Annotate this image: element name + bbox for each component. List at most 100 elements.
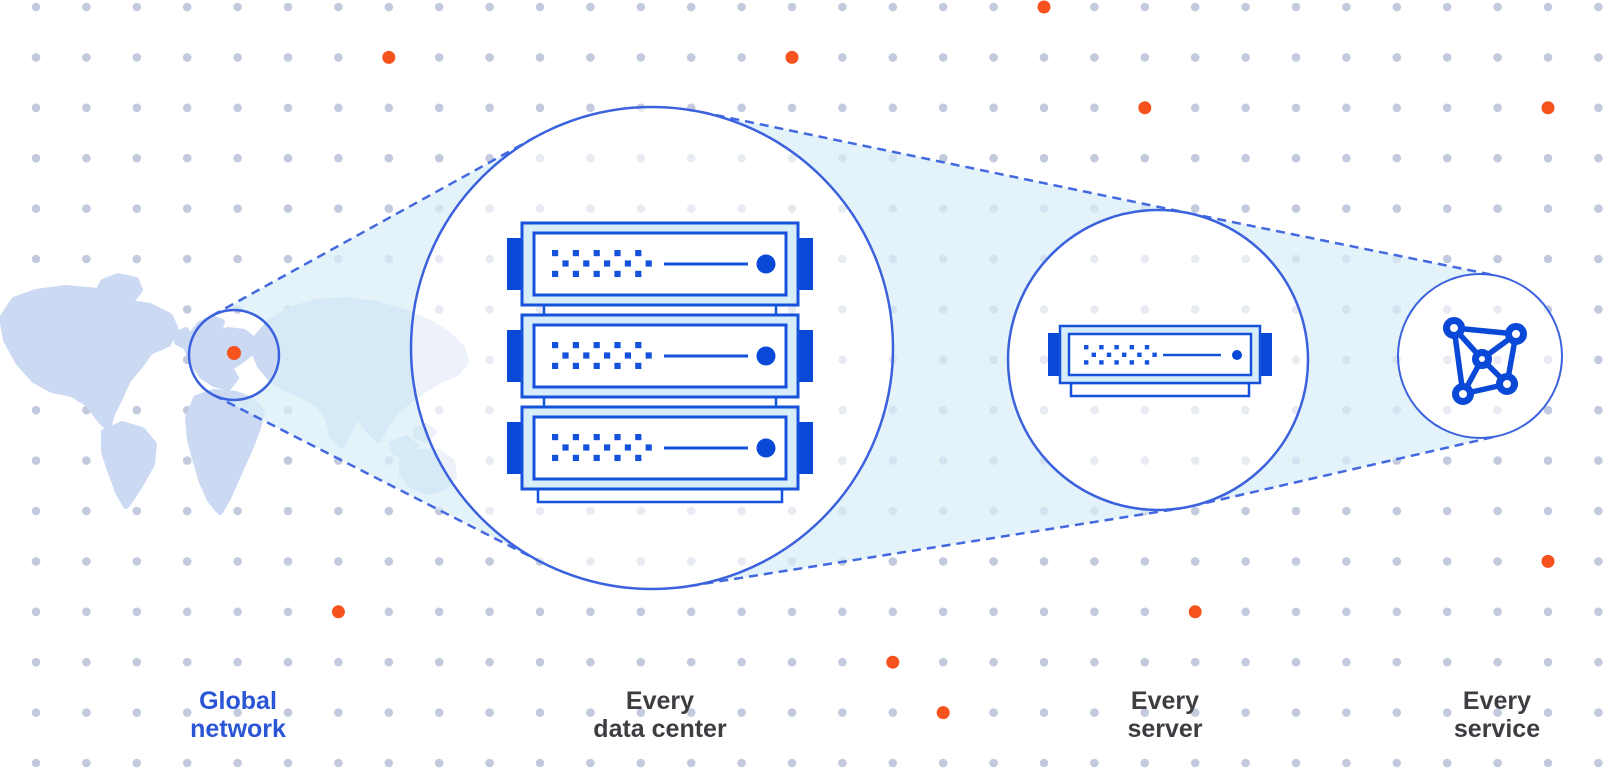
grid-dot <box>1594 153 1603 163</box>
grid-dot <box>1291 708 1301 717</box>
grid-dot <box>1190 103 1200 113</box>
grid-dot <box>1442 254 1452 264</box>
checker-square <box>593 342 600 349</box>
grid-dot <box>233 254 242 264</box>
grid-dot <box>384 204 394 213</box>
checker-square <box>1114 345 1119 350</box>
grid-dot <box>384 708 394 717</box>
grid-dot <box>31 557 41 566</box>
zoom-dashed-lines <box>211 110 1499 588</box>
orange-accent-dot <box>785 50 799 64</box>
grid-dot <box>1594 758 1603 768</box>
grid-dot <box>1594 254 1603 264</box>
grid-dot <box>233 557 242 566</box>
grid-dot <box>1090 103 1099 113</box>
grid-dot <box>82 53 91 62</box>
grid-dot <box>636 708 646 717</box>
grid-dot <box>938 758 948 768</box>
grid-dot <box>1442 103 1452 113</box>
grid-dot <box>1342 758 1351 768</box>
grid-dot <box>384 2 394 12</box>
grid-dot <box>283 607 293 617</box>
grid-dot <box>1241 758 1250 768</box>
grid-dot <box>82 254 91 264</box>
grid-dot <box>1140 657 1150 667</box>
grid-dot <box>1543 405 1553 415</box>
orange-accent-dot <box>331 605 345 619</box>
grid-dot <box>485 53 494 62</box>
checker-square <box>552 270 559 277</box>
grid-dot <box>1190 657 1200 667</box>
grid-dot <box>1039 53 1049 62</box>
grid-dot <box>1291 204 1301 213</box>
grid-dot <box>1493 607 1502 617</box>
grid-dot <box>233 506 242 516</box>
orange-accent-dot <box>1138 101 1152 115</box>
grid-dot <box>384 506 394 516</box>
grid-dot <box>1190 758 1200 768</box>
zoom-dashed-line <box>213 393 544 564</box>
grid-dot <box>989 657 998 667</box>
grid-dot <box>132 204 142 213</box>
grid-dot <box>132 254 142 264</box>
grid-dot <box>1241 103 1250 113</box>
zoom-funnel-server-to-service <box>1187 213 1499 507</box>
grid-dot <box>888 607 898 617</box>
grid-dot <box>1241 557 1250 566</box>
grid-dot <box>1140 607 1150 617</box>
checker-square <box>1099 345 1104 350</box>
mesh-node <box>1452 383 1474 405</box>
checker-square <box>614 342 621 349</box>
grid-dot <box>1442 657 1452 667</box>
grid-dot <box>485 657 494 667</box>
grid-dot <box>686 607 696 617</box>
grid-dot <box>233 708 242 717</box>
grid-dot <box>182 506 192 516</box>
checker-square <box>614 434 621 441</box>
grid-dot <box>182 708 192 717</box>
server-power-dot <box>756 346 776 366</box>
grid-dot <box>1039 758 1049 768</box>
server-ear <box>797 422 813 474</box>
grid-dot <box>636 607 646 617</box>
grid-dot <box>334 657 343 667</box>
grid-dot <box>283 2 293 12</box>
grid-dot <box>1291 506 1301 516</box>
grid-dot <box>1442 758 1452 768</box>
server-unit <box>507 313 813 399</box>
checker-square <box>1144 345 1150 350</box>
mesh-node <box>1472 349 1492 369</box>
grid-dot <box>384 607 394 617</box>
grid-dot <box>132 103 142 113</box>
grid-dot <box>132 758 142 768</box>
grid-dot <box>1342 103 1351 113</box>
grid-dot <box>1291 607 1301 617</box>
grid-dot <box>82 2 91 12</box>
checker-square <box>552 250 559 257</box>
grid-dot <box>1392 708 1402 717</box>
orange-accent-dot <box>1037 0 1051 14</box>
grid-dot <box>1594 405 1603 415</box>
grid-dot <box>586 2 595 12</box>
grid-dot <box>1493 456 1502 465</box>
grid-dot <box>586 708 595 717</box>
grid-dot <box>384 758 394 768</box>
checker-square <box>624 444 631 451</box>
grid-dot <box>334 153 343 163</box>
grid-dot <box>838 657 847 667</box>
grid-dot <box>1594 355 1603 365</box>
checker-square <box>552 434 559 441</box>
map-highlight-circle <box>187 308 281 402</box>
grid-dot <box>535 103 545 113</box>
grid-dot <box>1342 153 1351 163</box>
grid-dot <box>82 607 91 617</box>
grid-dot <box>535 657 545 667</box>
grid-dot <box>434 708 444 717</box>
checker-square <box>1099 360 1104 365</box>
grid-dot <box>1442 456 1452 465</box>
grid-dot <box>737 53 746 62</box>
grid-dot <box>1493 103 1502 113</box>
grid-dot <box>233 153 242 163</box>
checker-square <box>1137 352 1142 357</box>
grid-dot <box>888 53 898 62</box>
